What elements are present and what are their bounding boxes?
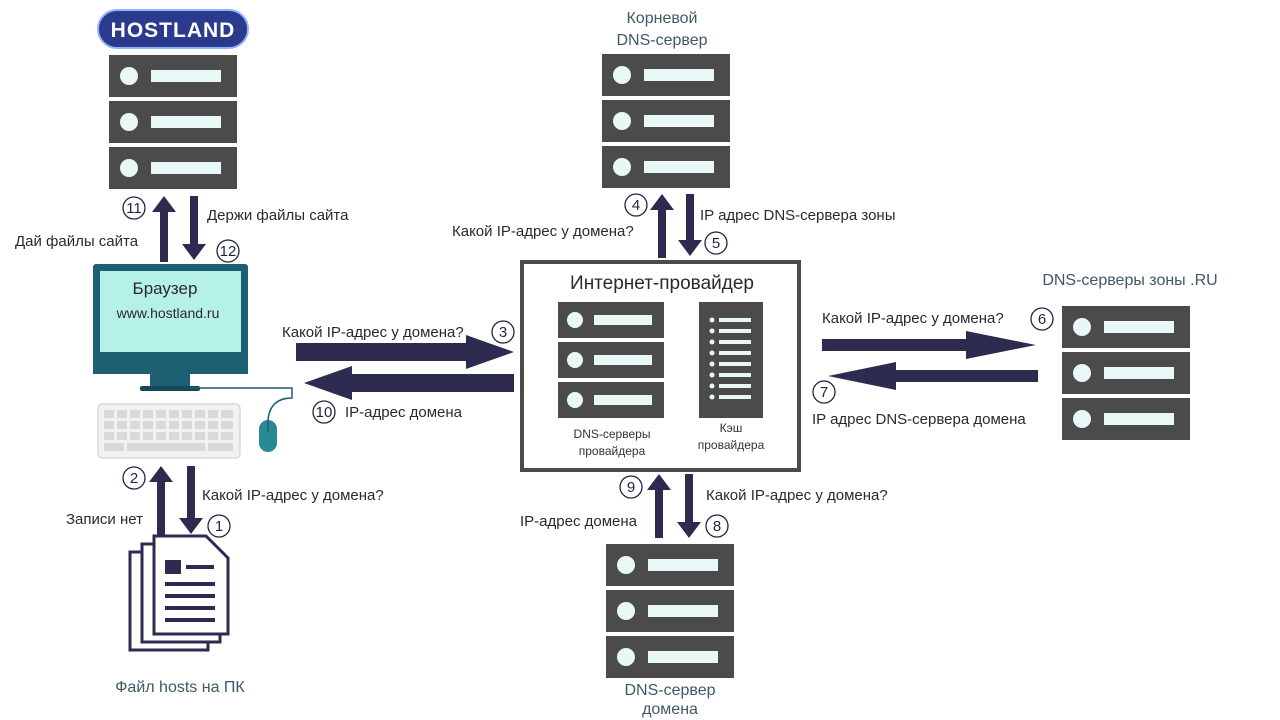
step-2-badge [122,466,146,490]
arrow-step-7 [828,362,1038,390]
isp-cache-label-line2: провайдера [698,438,765,452]
isp-cache-label-line1: Кэш [720,421,743,435]
arrow-step-12 [182,196,206,260]
mouse-cable [189,387,293,421]
arrow-step-6 [822,331,1036,359]
arrow-step-11 [152,196,176,262]
logo-text: HOSTLAND [111,19,236,42]
domain-dns-label-line1: DNS-сервер [624,682,715,699]
arrow-step-2 [149,466,173,536]
ru-zone-server-icon [1062,306,1190,440]
root-dns-server-icon [602,54,730,188]
step-8-badge [705,514,729,538]
step-12-badge [216,239,240,263]
arrows [149,194,1038,538]
hosts-file-label: Файл hosts на ПК [115,679,245,696]
step-3-label: Какой IP-адрес у домена? [282,324,464,341]
hostland-logo: HOSTLAND [97,9,249,49]
isp-cache-icon [699,302,763,418]
arrow-step-4 [650,194,674,258]
root-dns-label-line2: DNS-сервер [616,32,707,49]
step-7-label: IP адрес DNS-сервера домена [812,411,1026,428]
step-8-label: Какой IP-адрес у домена? [706,487,888,504]
step-9-badge [619,475,643,499]
step-7-number: 7 [820,384,828,401]
step-8-number: 8 [713,518,721,535]
arrow-step-8 [677,474,701,538]
step-5-number: 5 [712,235,720,252]
step-11-badge [122,196,146,220]
arrow-step-3 [296,335,514,369]
isp-dns-label-line2: провайдера [579,444,646,458]
step-12-label: Держи файлы сайта [207,207,349,224]
step-4-label: Какой IP-адрес у домена? [452,223,634,240]
domain-dns-label-line2: домена [642,701,698,718]
step-10-label: IP-адрес домена [345,404,463,421]
step-2-label: Записи нет [66,511,143,528]
computer-monitor-icon [93,264,248,391]
step-9-number: 9 [627,479,635,496]
isp-dns-server-icon [558,302,664,418]
arrow-step-9 [647,474,671,538]
browser-url: www.hostland.ru [116,305,220,321]
step-5-badge [704,231,728,255]
domain-dns-server-icon [606,544,734,678]
document-icon [128,534,230,652]
step-1-badge [207,514,231,538]
isp-dns-label-line1: DNS-серверы [574,427,651,441]
step-3-number: 3 [499,324,507,341]
step-7-badge [812,380,836,404]
step-3-badge [491,320,515,344]
step-5-label: IP адрес DNS-сервера зоны [700,207,895,224]
ru-zone-label: DNS-серверы зоны .RU [1042,272,1217,289]
step-6-badge [1030,307,1054,331]
arrow-step-5 [678,194,702,256]
step-1-label: Какой IP-адрес у домена? [202,487,384,504]
isp-title: Интернет-провайдер [570,273,754,294]
step-4-badge [624,193,648,217]
keyboard-icon [97,403,241,459]
step-9-label: IP-адрес домена [520,513,638,530]
step-10-number: 10 [316,404,333,421]
step-6-number: 6 [1038,311,1046,328]
step-11-label: Дай файлы сайта [15,233,139,250]
step-10-badge [312,400,336,424]
step-2-number: 2 [130,470,138,487]
hosting-server-icon [109,55,237,189]
step-12-number: 12 [220,243,237,260]
root-dns-label-line1: Корневой [626,10,697,27]
step-4-number: 4 [632,197,640,214]
step-1-number: 1 [215,518,223,535]
mouse-icon [259,420,277,452]
browser-title: Браузер [133,279,198,298]
arrow-step-1 [179,466,203,534]
arrow-step-10 [304,366,514,400]
step-11-number: 11 [126,200,142,217]
step-6-label: Какой IP-адрес у домена? [822,310,1004,327]
